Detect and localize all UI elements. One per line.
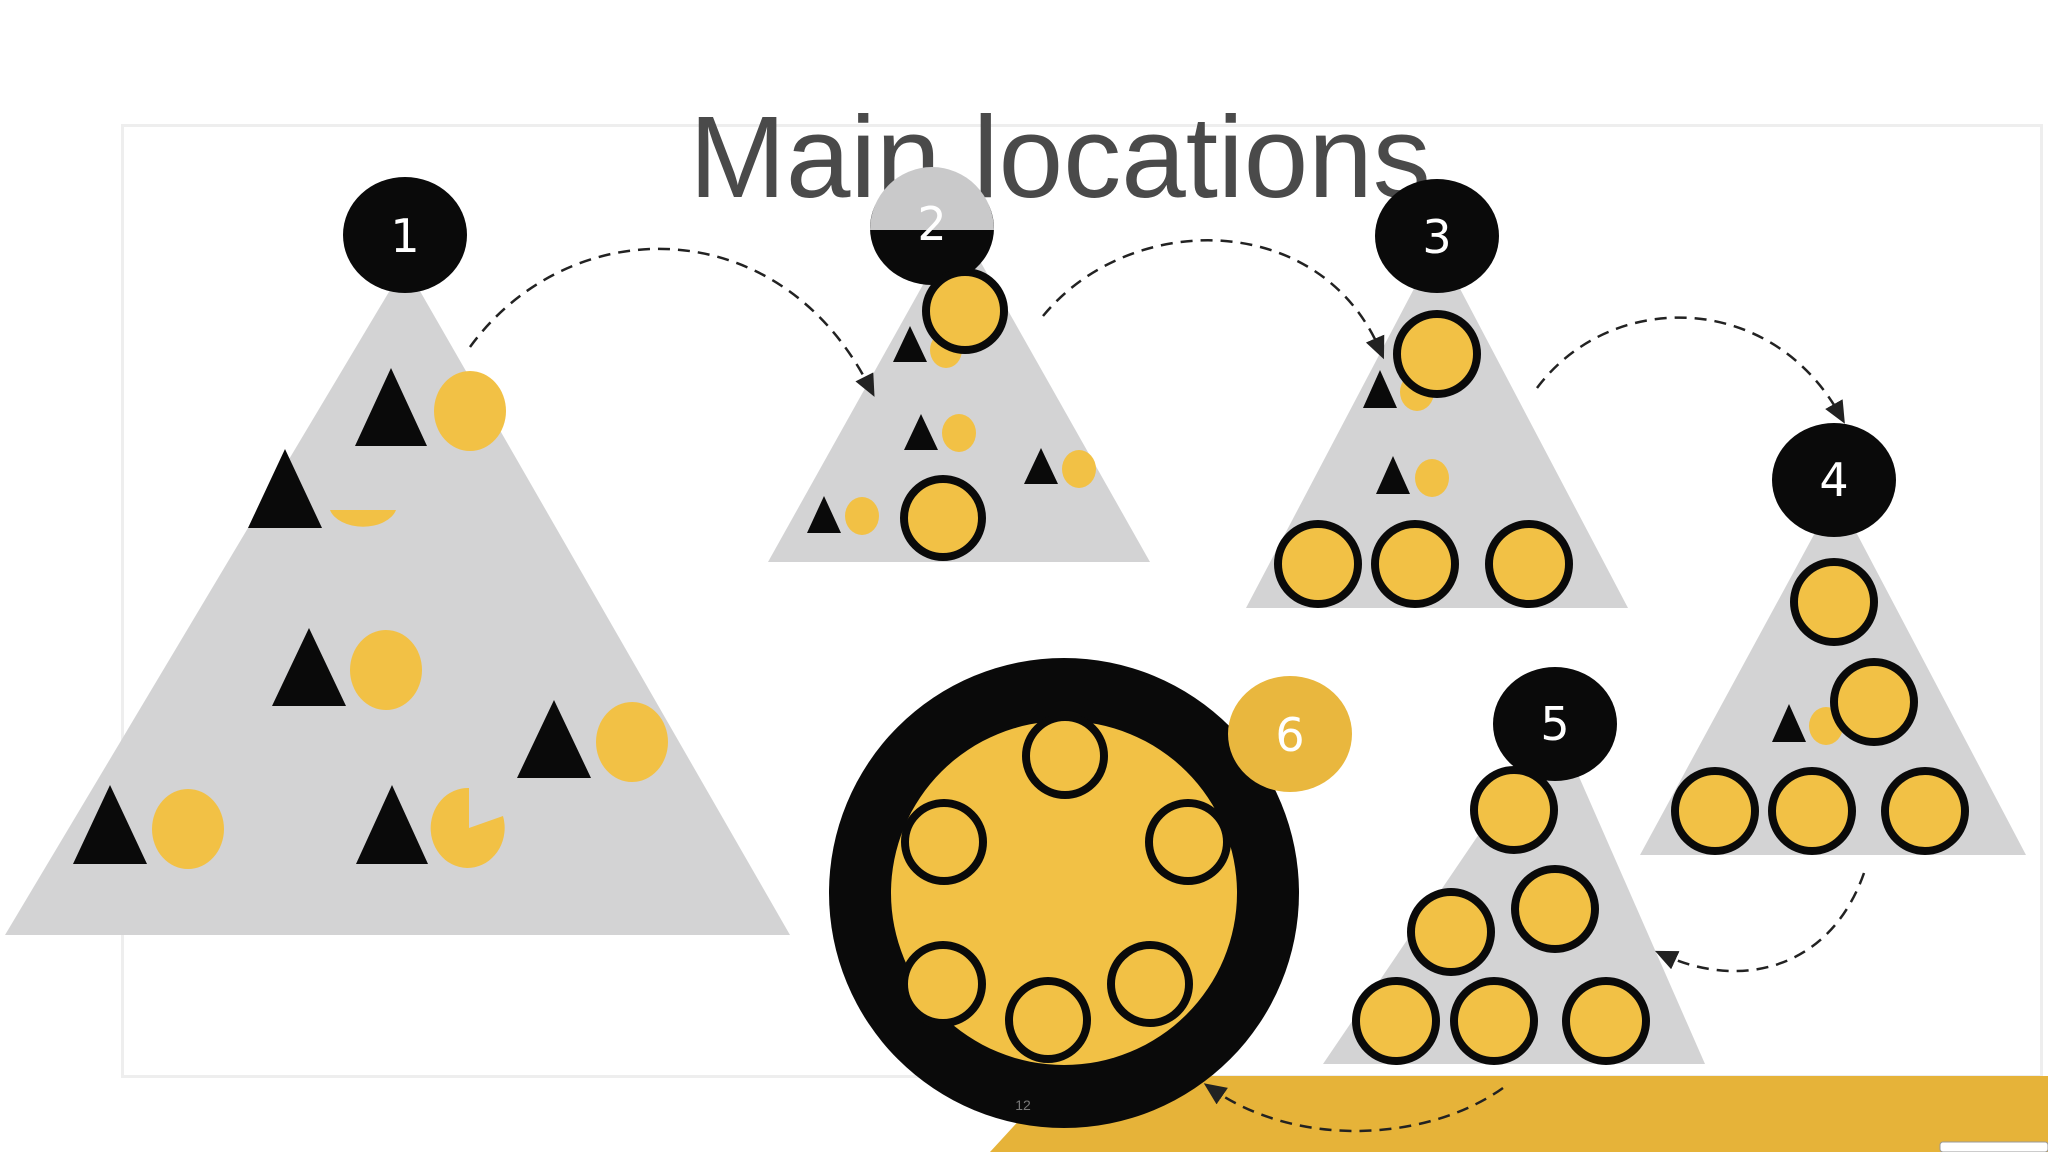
location-1-number: 1 — [390, 209, 419, 263]
connector-2-3 — [1042, 239, 1385, 360]
ringed-token — [1005, 977, 1091, 1063]
ringed-token — [1352, 977, 1440, 1065]
ringed-token — [1371, 520, 1459, 608]
ringed-token — [1274, 520, 1362, 608]
slide-title: Main locations — [689, 92, 1430, 222]
marker-triangle — [517, 700, 591, 778]
ringed-token — [1830, 658, 1918, 746]
yellow-token-half — [330, 510, 396, 527]
marker-triangle — [904, 414, 938, 450]
location-5-number: 5 — [1540, 697, 1569, 751]
ringed-token — [1881, 767, 1969, 855]
location-4-number: 4 — [1819, 453, 1848, 507]
marker-triangle — [893, 326, 927, 362]
pyramid-4 — [1640, 494, 2026, 855]
connector-5-6 — [1203, 1083, 1504, 1133]
page-number: 12 — [1015, 1097, 1031, 1113]
ringed-token — [1145, 799, 1231, 885]
ringed-token — [901, 799, 987, 885]
marker-triangle — [1024, 448, 1058, 484]
yellow-token — [152, 789, 224, 869]
yellow-token — [350, 630, 422, 710]
pyramid-1 — [5, 265, 790, 935]
ringed-token — [1671, 767, 1759, 855]
ringed-token — [1470, 766, 1558, 854]
location-5-badge — [1493, 667, 1617, 781]
connectors — [468, 239, 1866, 1133]
ringed-token — [1450, 977, 1538, 1065]
location-1-badge — [343, 177, 467, 293]
pyramid-3 — [1246, 245, 1628, 608]
location-3-badge — [1375, 179, 1499, 293]
marker-triangle — [73, 785, 147, 864]
ringed-token — [1562, 977, 1650, 1065]
marker-triangle — [1376, 456, 1410, 494]
yellow-token-partial — [430, 787, 505, 868]
ringed-token — [1107, 941, 1193, 1027]
location-2-group: 2 — [768, 167, 1150, 562]
location-4-badge — [1772, 423, 1896, 537]
yellow-token — [942, 414, 976, 452]
connector-4-5 — [1654, 872, 1866, 973]
marker-triangle — [1772, 704, 1806, 742]
yellow-token — [596, 702, 668, 782]
ringed-token — [1485, 520, 1573, 608]
location-6-number: 6 — [1275, 708, 1304, 762]
marker-triangle — [807, 496, 841, 533]
marker-triangle — [272, 628, 346, 706]
ringed-token — [1022, 713, 1108, 799]
connector-3-4 — [1535, 316, 1845, 424]
marker-triangle — [1363, 370, 1397, 408]
marker-triangle — [356, 785, 428, 864]
ringed-token — [1393, 310, 1481, 398]
marker-triangle — [355, 368, 427, 446]
yellow-token — [845, 497, 879, 535]
ringed-token — [900, 941, 986, 1027]
location-4-group: 4 — [1640, 423, 2026, 855]
ringed-token — [1768, 767, 1856, 855]
ringed-token — [1407, 888, 1495, 976]
yellow-token — [434, 371, 506, 451]
ringed-token — [900, 475, 986, 561]
location-2-badge-top — [870, 167, 994, 230]
connector-1-2 — [468, 247, 875, 397]
location-5-group: 5 — [1323, 667, 1705, 1065]
location-3-number: 3 — [1422, 210, 1451, 264]
location-6-badge — [1228, 676, 1352, 792]
corner-tab — [1939, 1141, 2048, 1152]
location-2-number: 2 — [917, 197, 946, 251]
ringed-token — [922, 268, 1008, 354]
location-3-group: 3 — [1246, 179, 1628, 608]
ringed-token — [1511, 865, 1599, 953]
ringed-token — [1790, 558, 1878, 646]
yellow-token — [1062, 450, 1096, 488]
location-6-group: 6 — [829, 658, 1352, 1128]
location-1-group: 1 — [5, 177, 790, 935]
marker-triangle — [248, 449, 322, 528]
yellow-token — [1415, 459, 1449, 497]
